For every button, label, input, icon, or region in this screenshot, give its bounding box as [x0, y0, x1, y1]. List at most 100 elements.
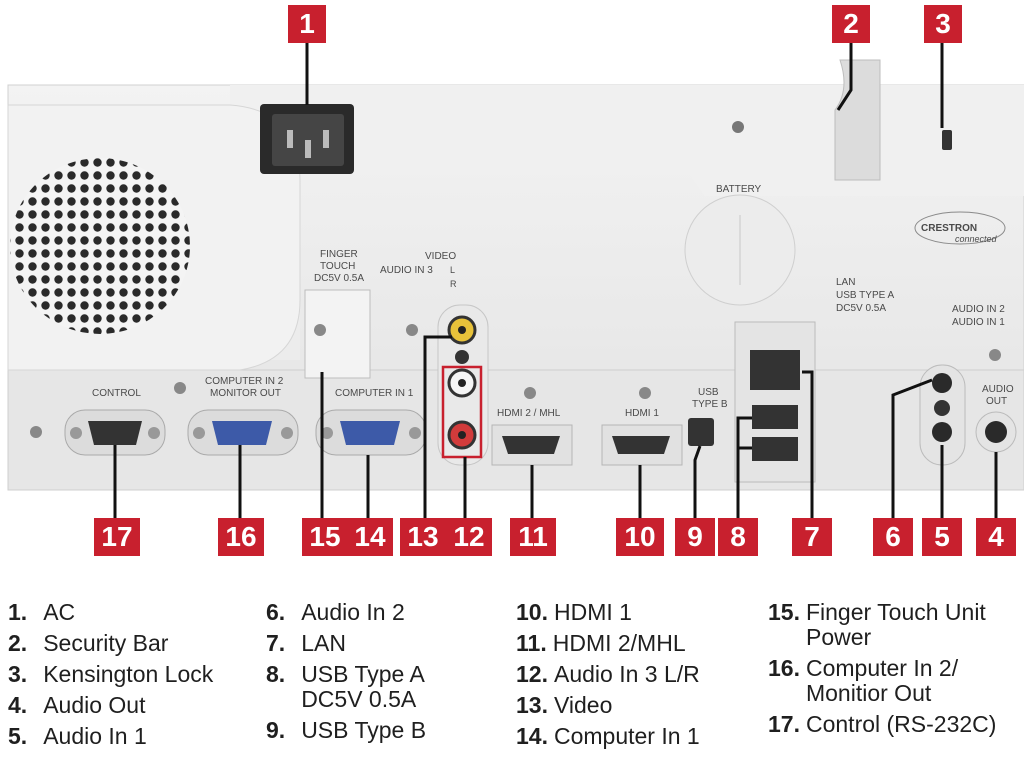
monitor-out-label: MONITOR OUT	[210, 388, 281, 399]
usb-type-a-label: USB TYPE A	[836, 290, 895, 301]
screw-icon	[406, 324, 418, 336]
legend-number: 1.	[8, 599, 28, 625]
callout-7: 7	[792, 518, 832, 556]
legend-label: Kensington Lock	[43, 661, 214, 687]
security-bar	[834, 59, 881, 181]
audio-in-3-label: AUDIO IN 3	[380, 265, 433, 276]
legend-number: 9.	[266, 717, 286, 743]
computer-in-2-port	[187, 409, 299, 456]
callout-6: 6	[873, 518, 913, 556]
out-label: OUT	[986, 396, 1007, 407]
usb-label: USB	[698, 387, 719, 398]
legend-label: HDMI 1	[553, 599, 632, 625]
callout-16: 16	[218, 518, 264, 556]
rca-port-group	[437, 304, 489, 466]
computer-in-1-port	[315, 409, 427, 456]
finger-label: FINGER	[320, 249, 358, 260]
legend-label: HDMI 2/MHL	[552, 630, 686, 656]
legend-item: 2. Security Bar	[8, 631, 213, 656]
battery-cover: BATTERY	[684, 184, 796, 306]
legend-number: 15.	[768, 599, 800, 625]
control-label: CONTROL	[92, 388, 141, 399]
battery-label: BATTERY	[716, 184, 762, 195]
audio-out-jack	[975, 411, 1017, 453]
screw-icon	[30, 426, 42, 438]
usb-a-port	[752, 405, 798, 429]
ac-inlet	[260, 104, 354, 174]
audio-label: AUDIO	[982, 384, 1014, 395]
brand-sub-label: connected	[955, 234, 998, 244]
hdmi-1-port	[601, 424, 683, 466]
callout-11: 11	[510, 518, 556, 556]
callout-13: 13	[400, 518, 446, 556]
callout-1: 1	[288, 5, 326, 43]
callout-10: 10	[616, 518, 664, 556]
usb-type-a-power-label: DC5V 0.5A	[836, 303, 886, 314]
legend-item: 3. Kensington Lock	[8, 662, 213, 687]
legend-label: LAN	[301, 630, 346, 656]
legend-label: Security Bar	[43, 630, 169, 656]
legend-label-line: Power	[805, 624, 872, 650]
finger-touch-port-cover	[304, 289, 371, 379]
callout-5: 5	[922, 518, 962, 556]
brand-label: CRESTRON	[921, 223, 977, 234]
screw-icon	[989, 349, 1001, 361]
callout-14: 14	[347, 518, 393, 556]
callout-lines	[113, 40, 998, 520]
hdmi-1-label: HDMI 1	[625, 408, 659, 419]
legend-item: 9. USB Type B	[266, 718, 426, 743]
hdmi-2-label: HDMI 2 / MHL	[497, 408, 561, 419]
legend-number: 12.	[516, 661, 548, 687]
legend-label: Computer In 2/Monitior Out	[806, 656, 958, 706]
computer-in-2-label: COMPUTER IN 2	[205, 376, 284, 387]
touch-label: TOUCH	[320, 261, 355, 272]
legend-number: 8.	[266, 661, 286, 687]
legend-item: 16.Computer In 2/Monitior Out	[768, 656, 996, 706]
legend-label-line: Computer In 2/	[805, 655, 959, 681]
legend-label: Control (RS-232C)	[805, 711, 997, 737]
control-port	[64, 409, 166, 456]
kensington-slot	[942, 130, 952, 150]
legend-number: 2.	[8, 630, 28, 656]
legend-number: 5.	[8, 723, 28, 749]
legend-item: 10.HDMI 1	[516, 600, 700, 625]
legend-label: Audio In 3 L/R	[553, 661, 700, 687]
legend-number: 14.	[516, 723, 548, 749]
computer-in-1-label: COMPUTER IN 1	[335, 388, 414, 399]
audio-in-1-label: AUDIO IN 1	[952, 317, 1005, 328]
usb-type-b-port	[688, 418, 714, 446]
legend-label-line: USB Type A	[301, 661, 425, 687]
legend-item: 5. Audio In 1	[8, 724, 213, 749]
legend-column-3: 10.HDMI 1 11.HDMI 2/MHL 12.Audio In 3 L/…	[516, 600, 700, 755]
speaker-grille	[7, 104, 301, 371]
callout-8: 8	[718, 518, 758, 556]
legend-label: Audio In 2	[301, 599, 405, 625]
legend-number: 4.	[8, 692, 28, 718]
port-legend: 1.AC 2.Security Bar 3.Kensington Lock 4.…	[0, 600, 1024, 768]
crestron-logo: CRESTRON connected	[914, 211, 1006, 245]
l-label: L	[450, 265, 455, 275]
video-label: VIDEO	[425, 251, 456, 262]
legend-item: 12.Audio In 3 L/R	[516, 662, 700, 687]
type-b-label: TYPE B	[692, 399, 728, 410]
legend-item: 7.LAN	[266, 631, 426, 656]
screw-icon	[639, 387, 651, 399]
legend-label: USB Type B	[301, 717, 427, 743]
hdmi-2-port	[491, 424, 573, 466]
legend-label: Audio In 1	[43, 723, 147, 749]
legend-number: 3.	[8, 661, 28, 687]
legend-number: 6.	[266, 599, 286, 625]
callout-12: 12	[446, 518, 492, 556]
legend-item: 13.Video	[516, 693, 700, 718]
legend-item: 6. Audio In 2	[266, 600, 426, 625]
lan-label: LAN	[836, 277, 855, 288]
callout-2: 2	[832, 5, 870, 43]
usb-a-port	[752, 437, 798, 461]
legend-label-line: Monitior Out	[805, 680, 932, 706]
legend-number: 10.	[516, 599, 548, 625]
audio-in-2-label: AUDIO IN 2	[952, 304, 1005, 315]
